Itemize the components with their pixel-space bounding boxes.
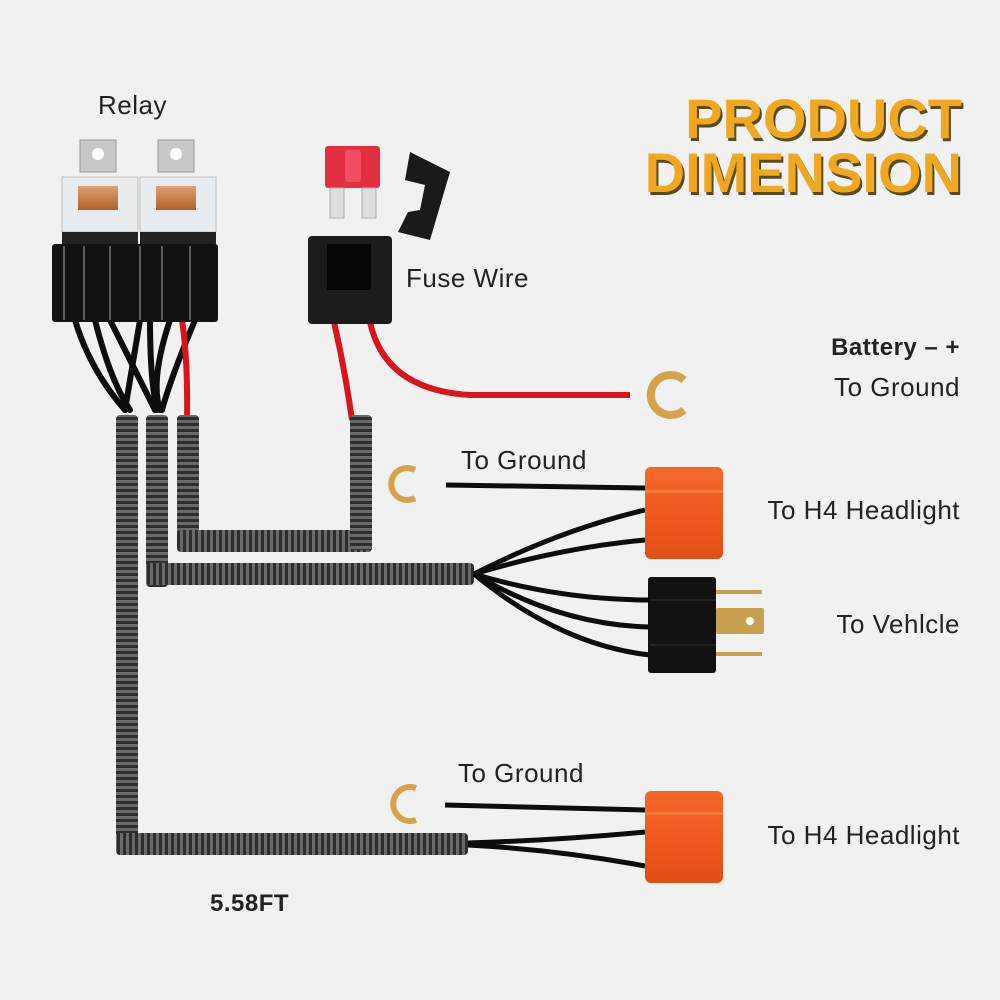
battery-label: Battery – +: [831, 334, 960, 361]
ground-label-lower: To Ground: [458, 758, 584, 788]
headlight-label-lower: To H4 Headlight: [767, 820, 960, 850]
vehicle-label: To Vehlcle: [836, 609, 960, 639]
loom-vehicle: [146, 415, 474, 587]
relay-red-wire: [179, 319, 191, 421]
relay-wires: [72, 317, 198, 413]
fuse-holder: [308, 152, 450, 324]
loom-red-loop: [177, 415, 372, 552]
fuse-red-wire-down: [331, 321, 355, 421]
relay-sockets: [52, 244, 218, 322]
battery-terminal: [646, 371, 687, 419]
fuse-wire-label: Fuse Wire: [406, 263, 529, 293]
mini-blade-fuse: [325, 146, 380, 219]
battery-ground-label: To Ground: [834, 372, 960, 402]
title-line-2: DIMENSION: [644, 141, 962, 204]
title-line-1: PRODUCT: [685, 87, 962, 150]
h4-socket-upper: [645, 467, 723, 559]
length-label: 5.58FT: [210, 890, 290, 917]
ground-terminal-lower: [390, 784, 418, 824]
h4-plug: [648, 577, 764, 673]
lower-headlight-wires: [444, 802, 646, 869]
relay-2: [139, 139, 217, 244]
battery-red-wire: [367, 321, 630, 398]
ground-terminal-upper: [388, 465, 417, 503]
relay-1: [61, 139, 139, 244]
headlight-label-upper: To H4 Headlight: [767, 495, 960, 525]
vehicle-plug-wires: [472, 571, 651, 658]
upper-headlight-wires: [445, 482, 646, 577]
h4-socket-lower: [645, 791, 723, 883]
loom-lower-headlight: [116, 415, 468, 855]
ground-label-upper: To Ground: [461, 445, 587, 475]
relay-label: Relay: [98, 90, 167, 120]
